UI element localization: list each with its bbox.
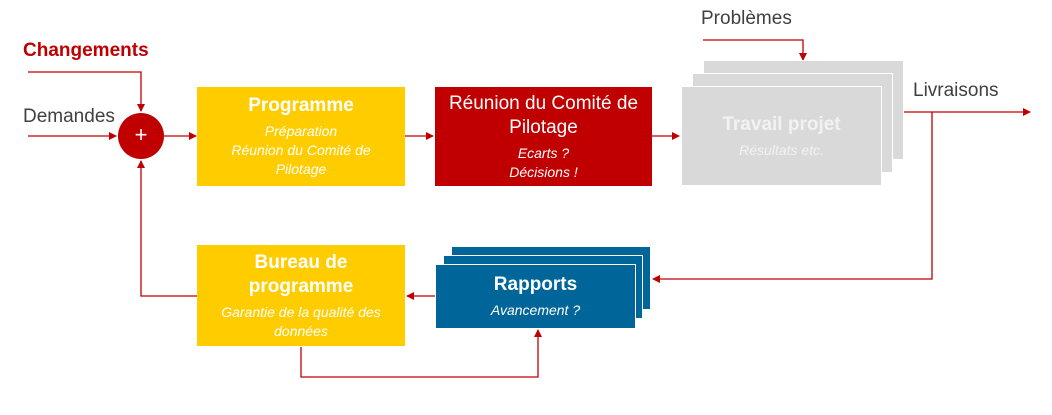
arrow-bureau-to-plus	[137, 160, 197, 297]
travail-title: Travail projet	[722, 113, 841, 135]
comite-box: Réunion du Comité de Pilotage Ecarts ? D…	[435, 87, 652, 186]
programme-subtitle: Préparation Réunion du Comité de Pilotag…	[231, 123, 371, 177]
arrow-bureau-loop	[300, 329, 542, 378]
arrow-changements	[28, 71, 145, 112]
arrow-feedback-to-rapports	[652, 112, 933, 283]
demandes-label: Demandes	[23, 106, 115, 127]
programme-box: Programme Préparation Réunion du Comité …	[197, 87, 405, 186]
plus-junction: +	[118, 113, 164, 159]
travail-box: Travail projet Résultats etc.	[681, 86, 882, 186]
problemes-label: Problèmes	[701, 8, 792, 29]
rapports-title: Rapports	[493, 274, 578, 295]
rapports-box: Rapports Avancement ?	[435, 264, 636, 329]
bureau-box: Bureau de programme Garantie de la quali…	[197, 245, 405, 346]
arrow-problemes	[703, 39, 807, 61]
bureau-subtitle: Garantie de la qualité des données	[221, 303, 381, 339]
bureau-title: Bureau de programme	[248, 251, 354, 297]
changements-label: Changements	[23, 40, 149, 61]
comite-subtitle: Ecarts ? Décisions !	[509, 144, 578, 180]
livraisons-label: Livraisons	[913, 80, 999, 101]
comite-title: Réunion du Comité de Pilotage	[448, 92, 639, 138]
programme-title: Programme	[248, 95, 354, 116]
travail-subtitle: Résultats etc.	[739, 141, 824, 158]
rapports-subtitle: Avancement ?	[490, 302, 581, 318]
